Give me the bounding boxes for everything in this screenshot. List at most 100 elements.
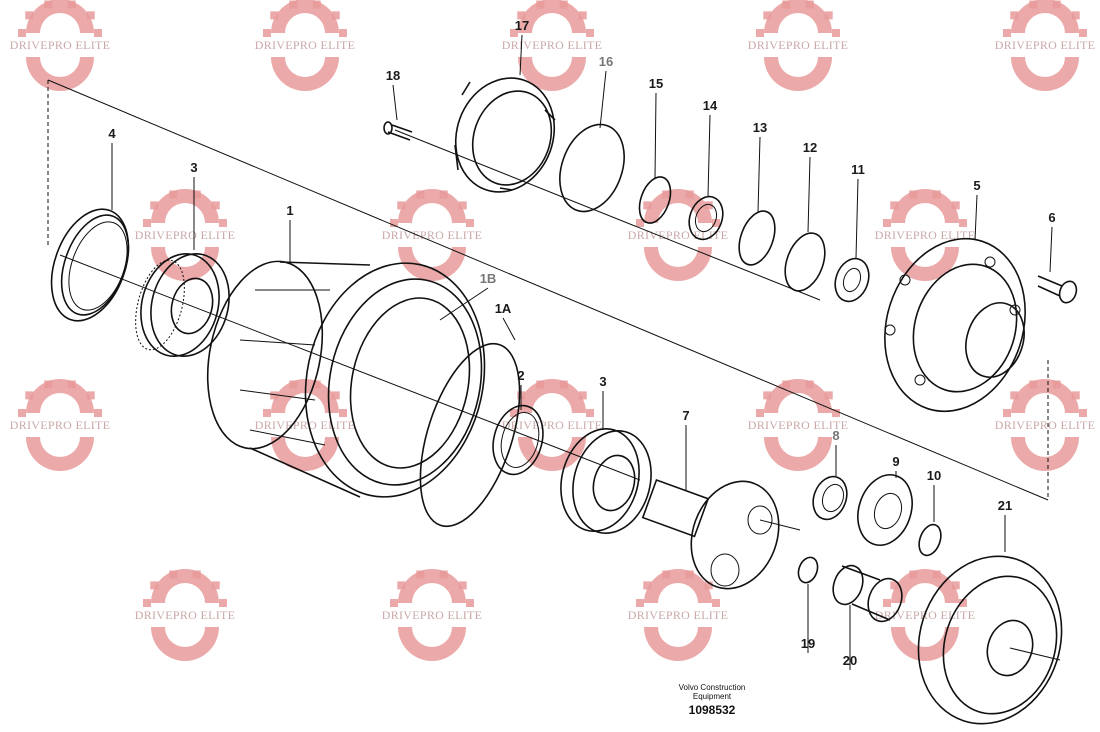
watermark-gear-tooth [192, 190, 201, 199]
watermark-gear-bottom [644, 627, 712, 661]
watermark-logo: DRIVEPRO ELITE [255, 379, 355, 471]
watermark-gear-tooth [390, 599, 398, 607]
part-15-snap-ring [638, 176, 672, 224]
watermark-text: DRIVEPRO ELITE [10, 418, 111, 432]
watermark-gear-bottom [271, 57, 339, 91]
watermark-gear-tooth [1003, 409, 1011, 417]
watermark-gear-tooth [270, 11, 279, 20]
watermark-gear-tooth [685, 570, 694, 579]
watermark-logo: DRIVEPRO ELITE [875, 189, 976, 281]
watermark-logo: DRIVEPRO ELITE [382, 189, 483, 281]
part-label-11: 11 [851, 162, 865, 177]
watermark-gear-bottom [26, 437, 94, 471]
watermark-gear-tooth [25, 11, 34, 20]
watermark-gear-tooth [339, 29, 347, 37]
watermark-gear-tooth [832, 409, 840, 417]
watermark-gear-tooth [1052, 0, 1061, 9]
watermark-gear-tooth [883, 219, 891, 227]
watermark-logo: DRIVEPRO ELITE [135, 569, 236, 661]
watermark-gear-tooth [439, 570, 448, 579]
watermark-gear-tooth [883, 599, 891, 607]
part-label-13: 13 [753, 120, 767, 135]
watermark-gear-tooth [712, 219, 720, 227]
watermark-gear-tooth [932, 190, 941, 199]
watermark-text: DRIVEPRO ELITE [382, 228, 483, 242]
watermark-gear-tooth [331, 11, 340, 20]
part-label-19: 19 [801, 636, 815, 651]
part-1a-snap-ring [419, 342, 521, 528]
watermark-gear-tooth [704, 581, 713, 590]
watermark-gear-tooth [951, 201, 960, 210]
part-17-cover [454, 77, 556, 193]
watermark-gear-tooth [211, 201, 220, 210]
watermark-gear-tooth [1071, 11, 1080, 20]
watermark-gear-tooth [832, 29, 840, 37]
watermark-gear-tooth [932, 570, 941, 579]
watermark-gear-tooth [578, 391, 587, 400]
watermark-gear-top [764, 0, 832, 33]
watermark-logo: DRIVEPRO ELITE [10, 379, 111, 471]
part-label-5: 5 [973, 178, 980, 193]
watermark-gear-tooth [890, 581, 899, 590]
watermark-gear-tooth [86, 391, 95, 400]
watermark-logo: DRIVEPRO ELITE [628, 569, 728, 661]
watermark-gear-top [764, 379, 832, 413]
watermark-gear-tooth [466, 599, 474, 607]
watermark-text: DRIVEPRO ELITE [875, 228, 976, 242]
watermark-text: DRIVEPRO ELITE [135, 608, 236, 622]
part-10-snap-ring [918, 523, 942, 557]
part-11-washer [834, 257, 870, 303]
part-label-4: 4 [108, 126, 116, 141]
part-21-drum [917, 555, 1063, 725]
part-7-planet-carrier [641, 478, 801, 590]
watermark-logo: DRIVEPRO ELITE [135, 189, 236, 281]
part-4-seal [50, 208, 130, 322]
watermark-gear-tooth [390, 219, 398, 227]
leader-line [599, 70, 607, 129]
watermark-gear-tooth [1029, 380, 1038, 389]
watermark-text: DRIVEPRO ELITE [748, 418, 849, 432]
watermark-gear-tooth [67, 380, 76, 389]
part-2-ring [492, 404, 544, 476]
watermark-gear-tooth [270, 391, 279, 400]
leader-line [855, 178, 859, 259]
watermark-gear-tooth [1071, 391, 1080, 400]
watermark-gear-tooth [909, 570, 918, 579]
watermark-gear-tooth [1029, 0, 1038, 9]
watermark-gear-tooth [67, 0, 76, 9]
watermark-text: DRIVEPRO ELITE [995, 418, 1096, 432]
watermark-gear-tooth [704, 201, 713, 210]
watermark-gear-bottom [26, 57, 94, 91]
watermark-gear-tooth [756, 29, 764, 37]
watermark-gear-bottom [1011, 57, 1079, 91]
part-6-bolt [1037, 275, 1078, 304]
part-label-3: 3 [599, 374, 606, 389]
watermark-logo: DRIVEPRO ELITE [748, 0, 849, 91]
watermark-gear-tooth [1010, 11, 1019, 20]
watermark-logo: DRIVEPRO ELITE [10, 0, 110, 91]
watermark-gear-tooth [712, 599, 720, 607]
watermark-logo: DRIVEPRO ELITE [995, 0, 1095, 91]
watermark-gear-top [891, 569, 959, 603]
watermark-gear-tooth [331, 391, 340, 400]
part-label-8: 8 [832, 428, 839, 443]
watermark-gear-tooth [662, 570, 671, 579]
watermark-gear-bottom [764, 437, 832, 471]
watermark-gear-tooth [805, 0, 814, 9]
leader-line [1049, 226, 1053, 273]
part-label-17: 17 [515, 18, 529, 33]
part-label-3: 3 [190, 160, 197, 175]
watermark-gear-tooth [18, 29, 26, 37]
watermark-gear-top [644, 189, 712, 223]
watermark-gear-tooth [685, 190, 694, 199]
watermark-gear-top [644, 569, 712, 603]
watermark-text: DRIVEPRO ELITE [135, 228, 236, 242]
watermark-gear-tooth [1010, 391, 1019, 400]
drawing-number: 1098532 [689, 703, 736, 717]
watermark-text: DRIVEPRO ELITE [748, 38, 849, 52]
watermark-gear-top [151, 189, 219, 223]
watermark-gear-tooth [1003, 29, 1011, 37]
watermark-gear-top [26, 0, 94, 33]
